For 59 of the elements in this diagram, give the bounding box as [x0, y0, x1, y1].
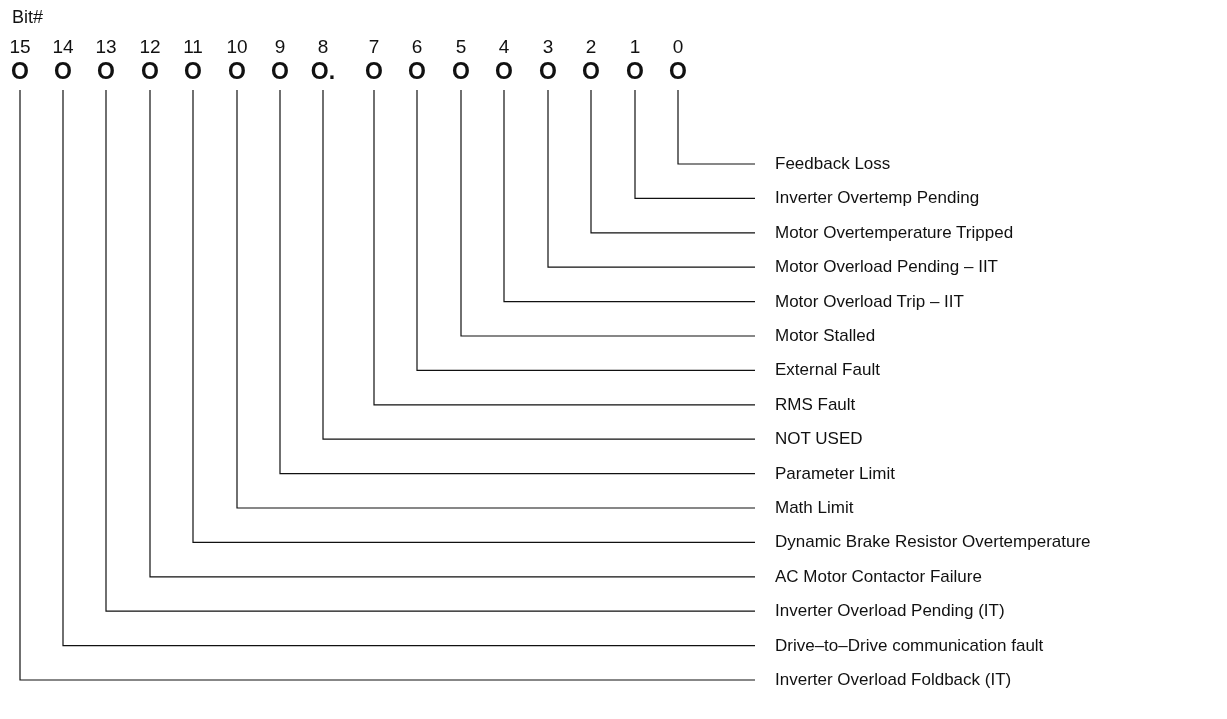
status-label: Inverter Overload Pending (IT)	[755, 600, 1005, 623]
leader-line	[503, 89, 756, 303]
bit-marker: O	[184, 58, 202, 84]
leader-line	[322, 89, 756, 440]
bit-number: 14	[52, 36, 74, 58]
bit-marker: O	[495, 58, 513, 84]
bit-number: 4	[498, 36, 510, 58]
bit-number: 3	[542, 36, 554, 58]
status-label: Feedback Loss	[755, 153, 891, 175]
leader-line	[677, 89, 756, 165]
bit-marker: O	[408, 58, 426, 84]
bit-marker: O	[141, 58, 159, 84]
bit-marker: O	[54, 58, 72, 84]
status-label: Inverter Overload Foldback (IT)	[755, 669, 1012, 691]
bit-number: 2	[585, 36, 597, 58]
bit-number: 13	[95, 36, 117, 58]
leader-line	[634, 89, 756, 199]
status-label: Motor Overload Pending – IIT	[755, 256, 998, 279]
bit-marker: O	[669, 58, 687, 84]
bit-number: 12	[139, 36, 161, 58]
bit-heading: Bit#	[12, 6, 44, 29]
status-label: Math Limit	[755, 497, 854, 519]
leader-line	[373, 89, 756, 406]
bit-marker: O	[11, 58, 29, 84]
bit-marker: O	[452, 58, 470, 84]
bit-number: 5	[455, 36, 467, 58]
status-label: Motor Overtemperature Tripped	[755, 221, 1014, 244]
status-label: RMS Fault	[755, 393, 856, 416]
bit-number: 8	[317, 36, 329, 58]
bit-number: 9	[274, 36, 286, 58]
status-label: NOT USED	[755, 428, 863, 451]
status-label: Motor Overload Trip – IIT	[755, 290, 964, 313]
bit-marker: O	[365, 58, 383, 84]
status-label: AC Motor Contactor Failure	[755, 565, 982, 588]
bit-number: 10	[226, 36, 248, 58]
bit-marker: O	[97, 58, 115, 84]
leader-line	[590, 89, 756, 234]
status-label: Drive–to–Drive communication fault	[755, 634, 1044, 657]
leader-line	[279, 89, 756, 475]
status-label: Inverter Overtemp Pending	[755, 187, 980, 210]
bit-marker: O.	[310, 58, 336, 84]
bit-number: 11	[183, 36, 203, 58]
bit-marker: O	[539, 58, 557, 84]
bit-marker: O	[228, 58, 246, 84]
bit-number: 6	[411, 36, 423, 58]
status-label: Dynamic Brake Resistor Overtemperature	[755, 531, 1091, 554]
leader-line	[460, 89, 756, 337]
status-label: Motor Stalled	[755, 325, 876, 347]
bit-marker: O	[582, 58, 600, 84]
bit-number: 15	[9, 36, 31, 58]
bit-number: 1	[629, 36, 641, 58]
leader-line	[416, 89, 756, 371]
bit-marker: O	[626, 58, 644, 84]
leader-line	[547, 89, 756, 268]
bit-marker: O	[271, 58, 289, 84]
bit-number: 0	[672, 36, 684, 58]
bit-number: 7	[368, 36, 380, 58]
status-label: External Fault	[755, 359, 880, 382]
status-label: Parameter Limit	[755, 462, 895, 485]
